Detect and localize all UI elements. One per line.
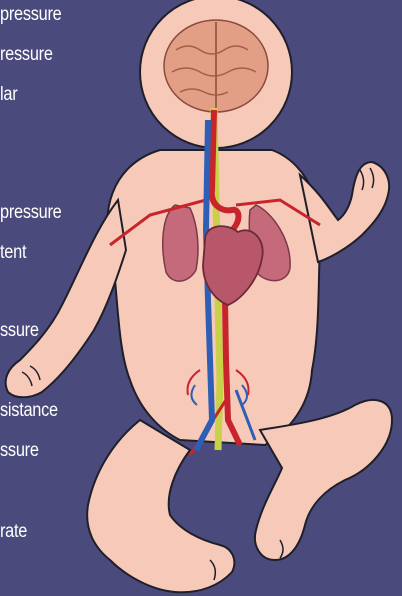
- brain: [164, 20, 268, 112]
- left-leg: [87, 420, 234, 592]
- left-arm: [6, 200, 126, 397]
- left-lung: [163, 205, 198, 281]
